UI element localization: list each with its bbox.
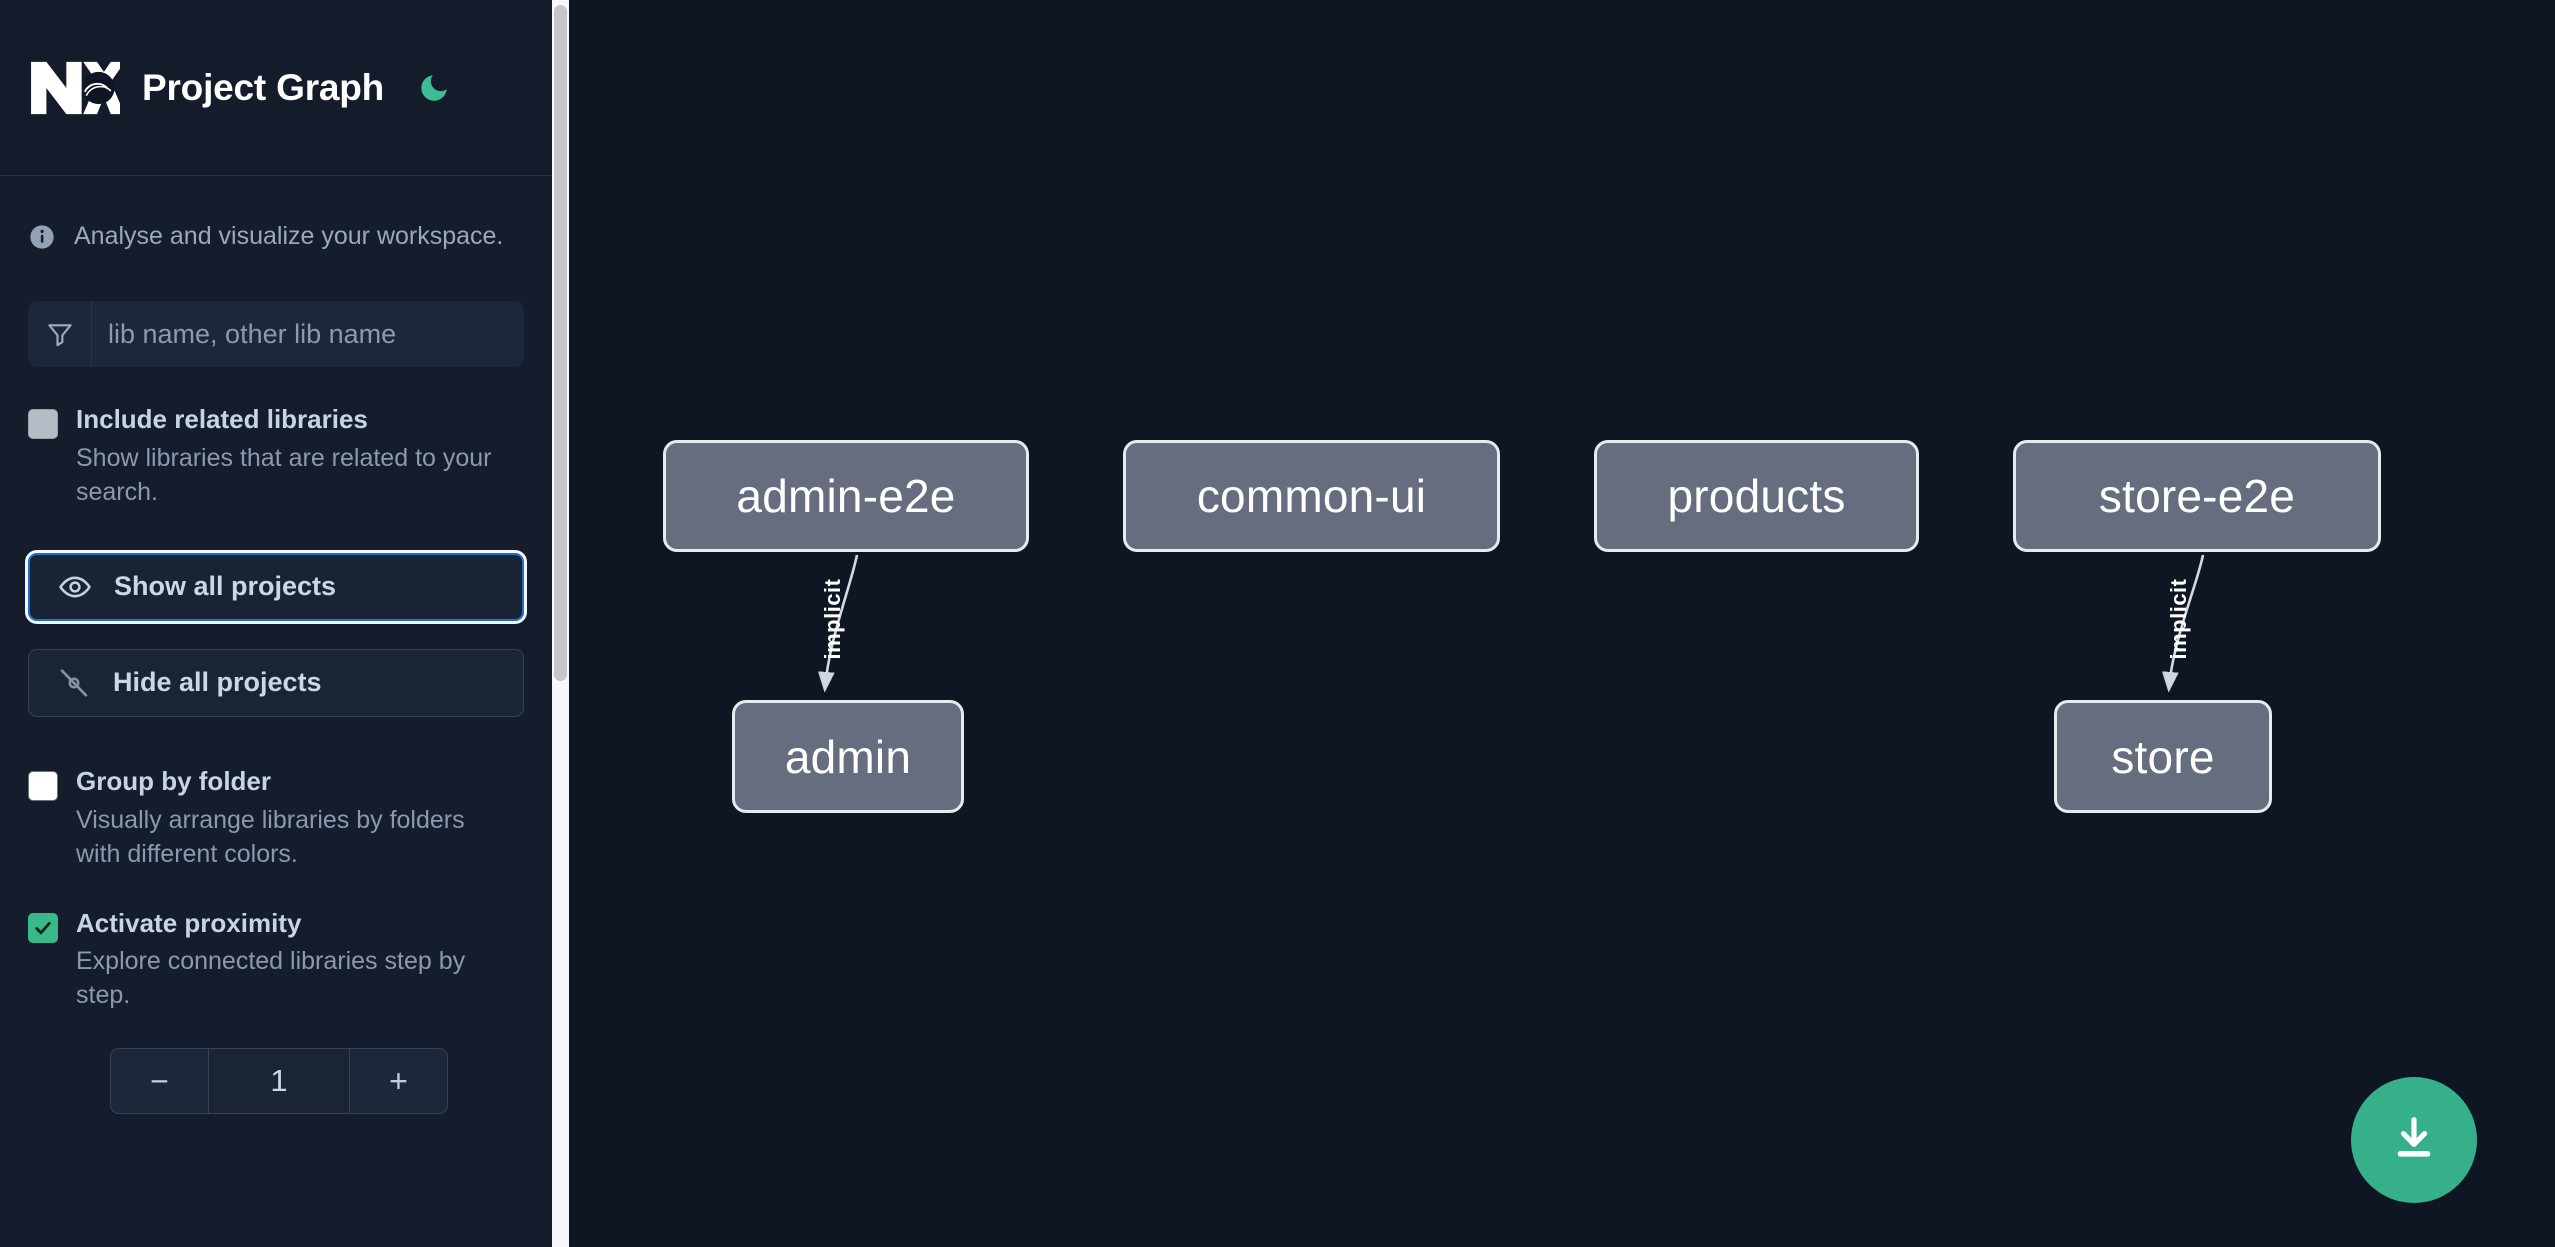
checkbox-activate-proximity[interactable] — [28, 912, 58, 943]
show-all-projects-label: Show all projects — [114, 571, 337, 602]
node-label: admin — [784, 730, 912, 783]
option-title: Include related libraries — [76, 404, 368, 434]
sidebar-scrollbar-thumb[interactable] — [554, 5, 567, 681]
info-circle-icon — [28, 223, 56, 251]
nx-logo-icon — [28, 57, 125, 119]
node-label: admin-e2e — [736, 470, 956, 522]
checkbox-include-related-libraries[interactable] — [28, 409, 58, 439]
option-title: Group by folder — [76, 765, 271, 796]
eye-icon — [58, 570, 92, 604]
sidebar-header: Project Graph — [0, 0, 552, 176]
edge-label-implicit-admin: implicit — [820, 578, 845, 660]
node-label: store-e2e — [2098, 470, 2296, 522]
option-description: Visually arrange libraries by folders wi… — [76, 805, 465, 868]
option-title: Activate proximity — [76, 907, 302, 938]
node-label: common-ui — [1196, 470, 1427, 522]
option-activate-proximity[interactable]: Activate proximity Explore connected lib… — [0, 907, 552, 1013]
moon-icon[interactable] — [414, 68, 454, 108]
graph-node-store[interactable]: store — [2054, 700, 2272, 813]
option-include-related-libraries[interactable]: Include related libraries Show libraries… — [0, 403, 552, 509]
graph-node-products[interactable]: products — [1594, 440, 1919, 552]
filter-funnel-icon — [28, 301, 92, 367]
graph-node-store-e2e[interactable]: store-e2e — [2013, 440, 2381, 552]
checkbox-group-by-folder[interactable] — [28, 770, 58, 801]
proximity-value: 1 — [209, 1049, 349, 1114]
edge-label-implicit-store: implicit — [2166, 578, 2191, 660]
graph-canvas[interactable]: implicit implicit admin-e2e common-ui pr… — [569, 0, 2555, 1247]
option-group-by-folder[interactable]: Group by folder Visually arrange librari… — [0, 765, 552, 871]
option-description: Show libraries that are related to your … — [76, 443, 492, 506]
sidebar: Project Graph Analyse and visualize your… — [0, 0, 552, 1247]
workspace-tagline: Analyse and visualize your workspace. — [0, 176, 552, 251]
search-input[interactable] — [92, 301, 524, 367]
download-icon — [2387, 1112, 2441, 1169]
hide-all-projects-button[interactable]: Hide all projects — [28, 648, 524, 717]
option-description: Explore connected libraries step by step… — [76, 947, 466, 1010]
graph-edges — [569, 554, 2205, 1247]
graph-node-common-ui[interactable]: common-ui — [1123, 440, 1500, 552]
tagline-text: Analyse and visualize your workspace. — [74, 222, 504, 250]
download-image-button[interactable] — [2351, 1077, 2477, 1203]
proximity-increment-button[interactable]: + — [349, 1049, 447, 1114]
node-label: store — [2111, 730, 2215, 783]
search-field[interactable] — [28, 301, 524, 367]
show-all-projects-button[interactable]: Show all projects — [25, 549, 527, 624]
proximity-decrement-button[interactable]: − — [111, 1049, 209, 1114]
node-label: products — [1667, 470, 1846, 522]
eye-off-icon — [57, 666, 91, 700]
hide-all-projects-label: Hide all projects — [113, 667, 322, 698]
graph-node-admin-e2e[interactable]: admin-e2e — [663, 440, 1029, 552]
graph-node-admin[interactable]: admin — [732, 700, 964, 813]
page-title: Project Graph — [142, 66, 385, 108]
proximity-stepper[interactable]: − 1 + — [110, 1048, 448, 1115]
sidebar-body: Analyse and visualize your workspace. In… — [0, 176, 552, 1115]
